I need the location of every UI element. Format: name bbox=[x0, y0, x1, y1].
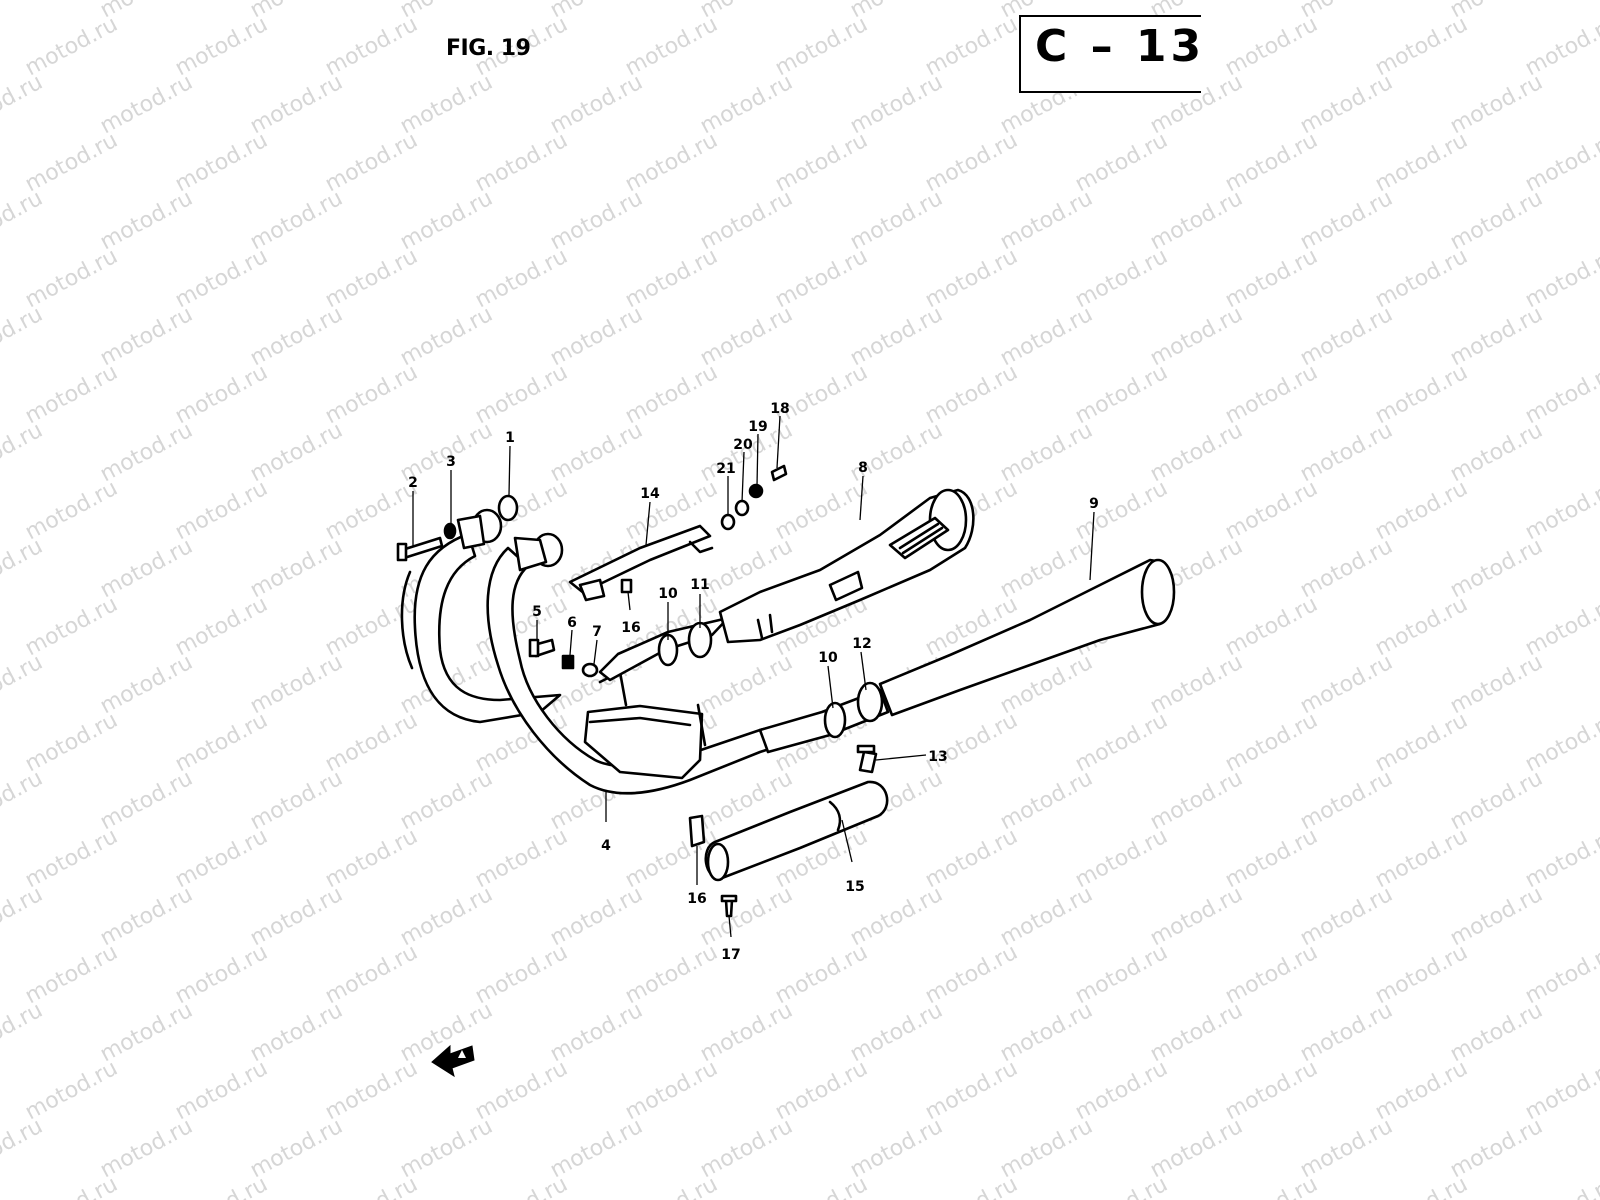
washer-7 bbox=[581, 662, 599, 678]
leader-lines bbox=[412, 415, 1095, 938]
nut-6 bbox=[561, 654, 575, 670]
bolt-18 bbox=[770, 464, 788, 482]
washer-3 bbox=[443, 522, 457, 540]
callout-7: 7 bbox=[592, 624, 602, 640]
callout-2: 2 bbox=[408, 475, 418, 491]
screw-17-head bbox=[720, 894, 738, 903]
lower-joint-ring bbox=[823, 701, 847, 739]
callout-10-upper: 10 bbox=[658, 586, 678, 602]
callout-4: 4 bbox=[601, 838, 611, 854]
heat-shield-tab bbox=[688, 540, 714, 554]
callout-11: 11 bbox=[690, 577, 709, 593]
front-direction-arrow-icon bbox=[431, 1044, 475, 1078]
page-code: C – 13 bbox=[1035, 21, 1201, 72]
gasket-1 bbox=[497, 494, 519, 522]
callout-9: 9 bbox=[1089, 496, 1099, 512]
rear-exhaust-pipe bbox=[413, 532, 562, 724]
callout-15: 15 bbox=[845, 879, 864, 895]
callout-6: 6 bbox=[567, 615, 577, 631]
bolt-13 bbox=[858, 750, 878, 774]
bolt-13-head bbox=[856, 744, 876, 754]
washer-20 bbox=[734, 499, 750, 517]
callout-21: 21 bbox=[716, 461, 735, 477]
upper-muffler-tab bbox=[756, 613, 774, 640]
heat-shield-clip bbox=[578, 578, 606, 602]
rear-header-collar bbox=[456, 514, 486, 550]
page-code-box: C – 13 bbox=[1019, 15, 1201, 93]
lower-heat-cover-end bbox=[706, 842, 730, 882]
upper-muffler-grille-lines bbox=[898, 522, 944, 555]
callout-8: 8 bbox=[858, 460, 868, 476]
lower-joint-clamp bbox=[856, 681, 884, 723]
upper-muffler bbox=[718, 488, 975, 644]
bolt-2-head bbox=[396, 542, 408, 562]
callout-3: 3 bbox=[446, 454, 456, 470]
callout-20: 20 bbox=[733, 437, 753, 453]
callout-16-lower: 16 bbox=[687, 891, 706, 907]
collector-box bbox=[583, 704, 704, 780]
lower-muffler-end bbox=[1140, 558, 1176, 626]
callout-5: 5 bbox=[532, 604, 542, 620]
nut-19 bbox=[748, 483, 764, 499]
collector-rib bbox=[588, 716, 692, 727]
bolt-5-head bbox=[528, 638, 540, 658]
lower-muffler bbox=[878, 558, 1175, 717]
callout-12: 12 bbox=[852, 636, 871, 652]
callout-19: 19 bbox=[748, 419, 767, 435]
lower-heat-cover-seam bbox=[828, 800, 842, 832]
clip-16-lower bbox=[688, 814, 706, 848]
callout-10-lower: 10 bbox=[818, 650, 838, 666]
callout-14: 14 bbox=[640, 486, 660, 502]
callout-1: 1 bbox=[505, 430, 515, 446]
figure-title: FIG. 19 bbox=[446, 36, 531, 61]
screw-17 bbox=[724, 898, 734, 918]
bolt-16-upper bbox=[620, 578, 633, 594]
rear-pipe-stub bbox=[400, 570, 414, 670]
callout-18: 18 bbox=[770, 401, 789, 417]
callout-17: 17 bbox=[721, 947, 740, 963]
upper-joint-clamp bbox=[687, 621, 713, 659]
front-header-collar bbox=[513, 536, 548, 572]
callout-16-upper: 16 bbox=[621, 620, 640, 636]
lower-heat-cover bbox=[704, 780, 889, 880]
callout-13: 13 bbox=[928, 749, 947, 765]
washer-21 bbox=[720, 513, 736, 531]
upper-muffler-bracket bbox=[828, 570, 864, 602]
